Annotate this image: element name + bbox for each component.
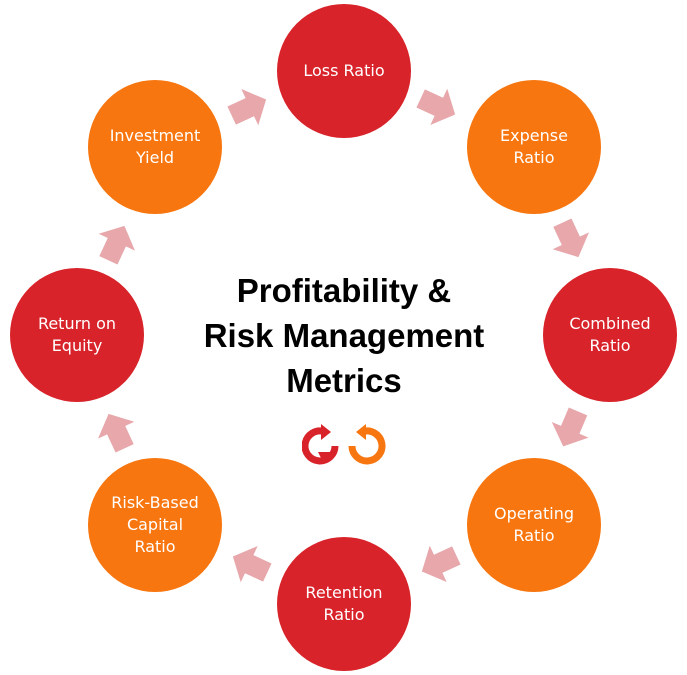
arrow-operating-to-retention — [413, 537, 465, 590]
node-expense-ratio-label: Expense Ratio — [500, 126, 568, 167]
arrow-roe-to-investment — [90, 217, 143, 269]
node-loss-ratio: Loss Ratio — [277, 4, 411, 138]
center-title-line-2: Risk Management — [203, 317, 485, 354]
arrow-retention-to-rbc — [224, 538, 276, 591]
node-retention-ratio-label: Retention Ratio — [305, 583, 383, 624]
node-operating-ratio: Operating Ratio — [467, 458, 601, 592]
node-investment-yield-label: Investment Yield — [109, 126, 201, 167]
node-combined-ratio-label: Combined Ratio — [569, 314, 651, 355]
node-loss-ratio-label: Loss Ratio — [303, 61, 385, 80]
arrow-rbc-to-roe — [90, 405, 143, 457]
node-retention-ratio: Retention Ratio — [277, 537, 411, 671]
arrow-investment-to-loss — [223, 81, 275, 134]
refresh-logo — [302, 424, 386, 465]
node-risk-based-capital-ratio: Risk-Based Capital Ratio — [88, 458, 222, 592]
node-risk-based-capital-ratio-label: Risk-Based Capital Ratio — [111, 493, 199, 556]
center-title-line-1: Profitability & — [236, 272, 452, 309]
arrow-loss-to-expense — [412, 80, 464, 133]
arrow-combined-to-operating — [544, 403, 597, 455]
center-title-line-3: Metrics — [286, 362, 402, 399]
node-investment-yield: Investment Yield — [88, 80, 222, 214]
center-title: Profitability & Risk Management Metrics — [144, 268, 544, 403]
node-operating-ratio-label: Operating Ratio — [494, 504, 574, 545]
node-return-on-equity-label: Return on Equity — [37, 314, 117, 355]
node-combined-ratio: Combined Ratio — [543, 268, 677, 402]
refresh-orange-icon — [348, 424, 386, 465]
refresh-red-icon — [302, 424, 339, 465]
arrow-expense-to-combined — [544, 214, 597, 266]
node-return-on-equity: Return on Equity — [10, 268, 144, 402]
node-expense-ratio: Expense Ratio — [467, 80, 601, 214]
